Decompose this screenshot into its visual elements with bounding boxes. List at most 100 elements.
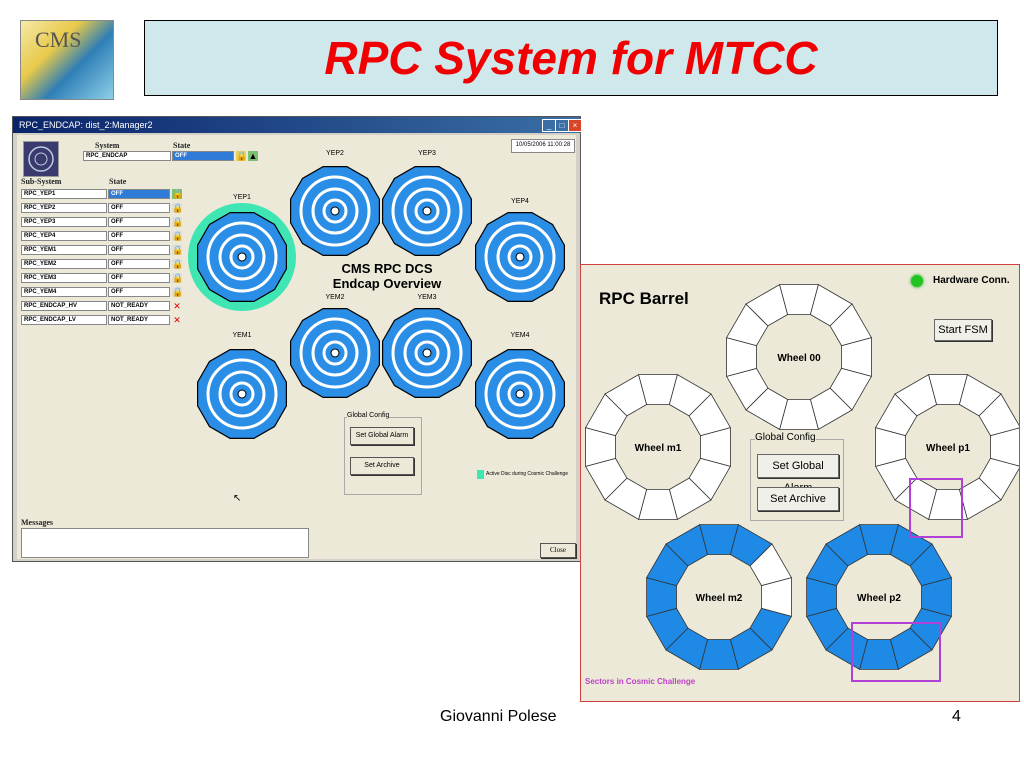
endcap-global-config-label: Global Config — [347, 412, 390, 419]
cosmic-sector-highlight — [851, 622, 941, 682]
endcap-overview-title: CMS RPC DCS Endcap Overview — [317, 261, 457, 291]
overview-line2: Endcap Overview — [332, 276, 442, 291]
barrel-global-config-label: Global Config — [755, 432, 816, 443]
lock-icon[interactable]: 🔒 — [172, 245, 184, 255]
lock-icon[interactable]: 🔒 — [172, 203, 184, 213]
cosmic-sector-highlight — [909, 478, 963, 538]
barrel-title: RPC Barrel — [599, 289, 689, 308]
active-disc-legend: Active Disc during Cosmic Challenge — [486, 471, 568, 477]
endcap-disc[interactable] — [290, 308, 380, 398]
wheel-sector — [749, 543, 793, 587]
subsystem-state: OFF — [108, 273, 170, 283]
endcap-panel: System State RPC_ENDCAP OFF 🔒 ▲ 10/05/20… — [17, 135, 576, 559]
lock-icon[interactable]: 🔒 — [172, 231, 184, 241]
footer-author: Giovanni Polese — [440, 708, 557, 725]
endcap-disc[interactable] — [290, 166, 380, 257]
hardware-conn-label: Hardware Conn. — [933, 275, 1010, 286]
subsystem-state: NOT_READY — [108, 301, 170, 311]
cern-logo — [23, 141, 59, 177]
slide-title-box: RPC System for MTCC — [144, 20, 998, 96]
wheel[interactable] — [874, 373, 1019, 521]
timestamp: 10/05/2006 11:00:28 — [511, 139, 575, 153]
disc-label: YEM2 — [325, 294, 344, 301]
close-window-icon[interactable]: × — [568, 119, 582, 132]
wheel[interactable] — [584, 373, 732, 521]
wheel-label: Wheel 00 — [777, 353, 821, 364]
subsystem-header: Sub-System — [21, 177, 62, 186]
system-header: System — [95, 141, 120, 150]
disc-label: YEP1 — [233, 194, 251, 201]
endcap-disc[interactable] — [382, 308, 472, 398]
subsystem-name: RPC_YEM2 — [21, 259, 107, 269]
endcap-disc[interactable] — [382, 166, 472, 257]
wheel-sector — [688, 393, 732, 437]
subsystem-name: RPC_YEP2 — [21, 203, 107, 213]
state-header: State — [173, 141, 191, 150]
mouse-cursor-icon: ↖ — [233, 493, 242, 504]
close-button[interactable]: Close — [540, 543, 576, 558]
slide-title: RPC System for MTCC — [324, 32, 818, 84]
wheel-sector — [909, 543, 953, 587]
endcap-window: RPC_ENDCAP: dist_2:Manager2 _ □ × System… — [12, 116, 582, 562]
subsystem-name: RPC_YEP1 — [21, 189, 107, 199]
disc-label: YEP2 — [326, 150, 344, 157]
hardware-status-led-icon — [911, 275, 923, 287]
endcap-disc[interactable] — [188, 203, 296, 311]
disc-label: YEM1 — [232, 332, 251, 339]
messages-box[interactable] — [21, 528, 309, 558]
barrel-global-config-group: Global Config — [750, 432, 844, 521]
wheel-sector — [829, 303, 873, 347]
wheel[interactable] — [805, 523, 953, 671]
lock-icon[interactable]: 🔒 — [172, 259, 184, 269]
endcap-titlebar: RPC_ENDCAP: dist_2:Manager2 _ □ × — [13, 117, 582, 133]
wheel[interactable] — [725, 283, 873, 431]
lock-icon[interactable]: 🔒 — [236, 151, 248, 161]
maximize-icon[interactable]: □ — [555, 119, 569, 132]
minimize-icon[interactable]: _ — [542, 119, 556, 132]
wheel-label: Wheel p2 — [857, 593, 901, 604]
system-state: OFF — [172, 151, 234, 161]
subsystem-name: RPC_YEM3 — [21, 273, 107, 283]
endcap-set-global-alarm-button[interactable]: Set Global Alarm — [350, 427, 414, 445]
disc-label: YEP4 — [511, 198, 529, 205]
disc-label: YEM4 — [510, 332, 529, 339]
overview-line1: CMS RPC DCS — [341, 261, 433, 276]
subsystem-name: RPC_YEP4 — [21, 231, 107, 241]
subsystem-name: RPC_YEM1 — [21, 245, 107, 255]
wheel[interactable] — [645, 523, 793, 671]
subsystem-state: OFF — [108, 231, 170, 241]
endcap-set-archive-button[interactable]: Set Archive — [350, 457, 414, 475]
person-icon[interactable]: ▲ — [248, 151, 258, 161]
disc-label: YEM3 — [417, 294, 436, 301]
endcap-disc[interactable] — [197, 349, 287, 439]
lock-icon[interactable]: 🔒 — [172, 189, 184, 199]
wheel-label: Wheel m1 — [635, 443, 682, 454]
subsystem-state: OFF — [108, 259, 170, 269]
messages-label: Messages — [21, 518, 53, 527]
subsystem-name: RPC_ENDCAP_HV — [21, 301, 107, 311]
subsystem-state: OFF — [108, 217, 170, 227]
error-icon[interactable]: ✕ — [173, 301, 181, 311]
cms-logo-text: CMS — [35, 27, 82, 52]
lock-icon[interactable]: 🔒 — [172, 217, 184, 227]
active-disc-legend-swatch — [477, 470, 484, 479]
endcap-global-config-group: Global Config — [344, 412, 422, 495]
barrel-set-archive-button[interactable]: Set Archive — [757, 487, 839, 511]
cms-logo: CMS — [20, 20, 114, 100]
cern-logo-icon — [28, 146, 54, 172]
error-icon[interactable]: ✕ — [173, 315, 181, 325]
lock-icon[interactable]: 🔒 — [172, 273, 184, 283]
subsystem-name: RPC_ENDCAP_LV — [21, 315, 107, 325]
endcap-disc[interactable] — [475, 211, 566, 302]
endcap-disc[interactable] — [475, 349, 566, 439]
barrel-window: RPC Barrel Hardware Conn. Start FSM Whee… — [580, 264, 1020, 702]
wheel-label: Wheel m2 — [696, 593, 743, 604]
barrel-set-global-alarm-button[interactable]: Set Global Alarm — [757, 454, 839, 494]
start-fsm-button[interactable]: Start FSM — [934, 319, 992, 341]
system-value: RPC_ENDCAP — [83, 151, 171, 161]
lock-icon[interactable]: 🔒 — [172, 287, 184, 297]
subsystem-state: NOT_READY — [108, 315, 170, 325]
subsystem-state: OFF — [108, 203, 170, 213]
